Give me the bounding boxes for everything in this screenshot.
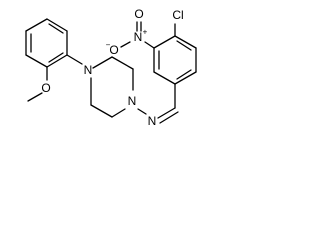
bond: [153, 71, 176, 85]
nitro-nitrogen-label: N: [134, 30, 143, 44]
methoxyphenyl-ring: [25, 18, 68, 68]
bond: [157, 107, 176, 119]
bond: [66, 54, 83, 65]
bond: [174, 35, 197, 49]
bond: [111, 56, 134, 70]
bond: [25, 54, 48, 68]
nitro-group: [120, 21, 155, 49]
bond: [27, 92, 43, 102]
nitro-oxygen-top-label: O: [134, 7, 143, 21]
methoxy-group: [27, 66, 48, 102]
piperazine-nitrogen-left-label: N: [84, 63, 93, 77]
double-bond-inner: [176, 69, 192, 80]
structure-canvas: Cl N + O O − N N N O: [0, 0, 225, 148]
nitro-nitrogen-charge: +: [143, 28, 148, 37]
chlorine-atom-label: Cl: [172, 8, 183, 22]
double-bond-inner: [159, 111, 179, 124]
bond: [92, 56, 113, 69]
bond: [46, 54, 68, 68]
piperazine-ring: [90, 56, 134, 118]
bond: [144, 41, 155, 49]
imine-double-bond: [157, 107, 179, 124]
piperazine-nitrogen-right-label: N: [128, 94, 137, 108]
ether-oxygen-label: O: [41, 81, 50, 95]
double-bond-inner: [176, 40, 192, 51]
chloronitrophenyl-ring: [153, 35, 197, 85]
bond: [137, 108, 147, 115]
bond: [25, 18, 48, 32]
imine-nitrogen-label: N: [148, 114, 157, 128]
bond: [46, 18, 68, 32]
bond: [111, 108, 126, 118]
double-bond-inner: [48, 52, 64, 63]
nitro-oxygen-side-label: O: [109, 43, 118, 57]
bond: [174, 71, 197, 85]
nitro-oxygen-charge: −: [106, 41, 111, 50]
bond: [90, 104, 113, 118]
double-bond-inner: [48, 23, 64, 34]
chemical-structure-diagram: Cl N + O O − N N N O: [25, 7, 197, 128]
bond: [153, 35, 176, 49]
bond: [120, 41, 131, 48]
